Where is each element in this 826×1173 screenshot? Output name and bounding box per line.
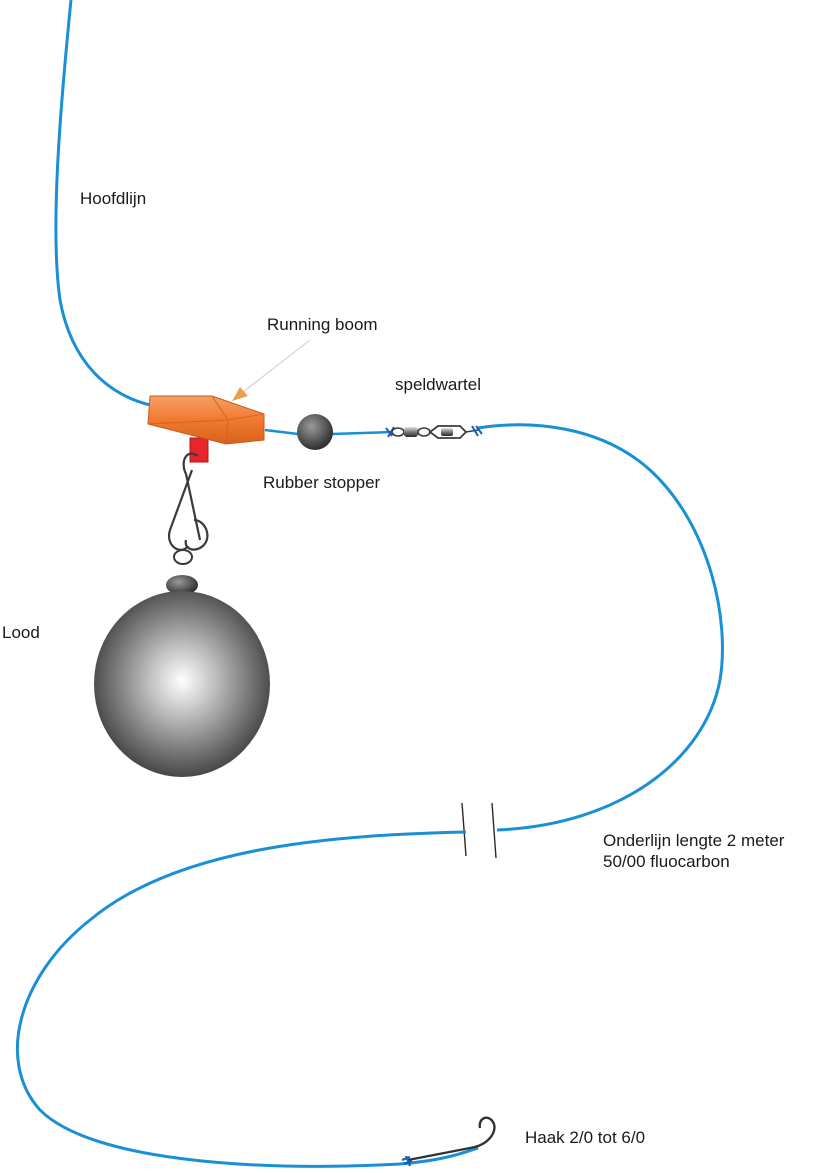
label-leader: Onderlijn lengte 2 meter 50/00 fluocarbo…: [603, 830, 784, 872]
lead-eye: [166, 575, 198, 595]
label-rubber-stopper: Rubber stopper: [263, 473, 381, 492]
running-boom: [147, 395, 265, 463]
boom-stem: [189, 437, 209, 463]
label-snap-swivel: speldwartel: [395, 375, 481, 394]
hook-knot: [401, 1155, 413, 1167]
rubber-stopper: [297, 414, 333, 450]
label-hook: Haak 2/0 tot 6/0: [525, 1128, 646, 1147]
label-leader-material: 50/00 fluocarbon: [603, 852, 730, 871]
label-running-boom: Running boom: [267, 315, 378, 334]
snap-link: [167, 452, 209, 551]
line-break-marker: [461, 802, 497, 859]
leader-line: [477, 423, 724, 832]
main-line: [54, 0, 151, 407]
label-main-line: Hoofdlijn: [80, 189, 147, 208]
leader-line-lower: [16, 830, 479, 1168]
hook: [407, 1116, 496, 1162]
boom-body: [147, 395, 265, 445]
lead-weight: [94, 591, 270, 777]
main-line-lower: [264, 428, 393, 436]
boom-pointer-arrow: [232, 339, 311, 401]
snap-swivel: [385, 425, 483, 439]
label-lead: Lood: [2, 623, 40, 642]
label-leader-length: Onderlijn lengte 2 meter: [603, 831, 785, 850]
snap-ring: [173, 549, 193, 565]
